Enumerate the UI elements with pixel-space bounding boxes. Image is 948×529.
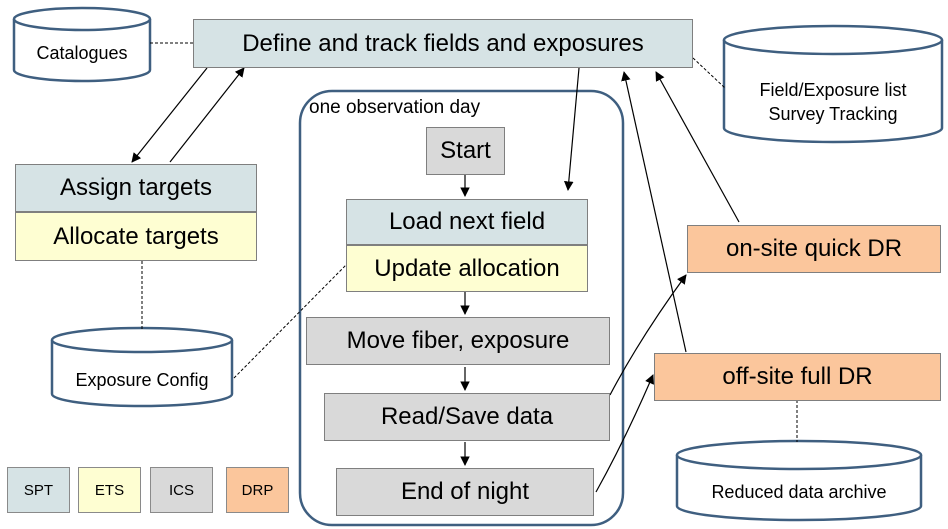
update-allocation-label: Update allocation [374, 254, 560, 282]
load-next-field-label: Load next field [388, 208, 546, 236]
arrow-end-to-offsite [595, 374, 654, 493]
arrow-define-to-assign [131, 67, 208, 163]
observation-day-label: one observation day [309, 97, 481, 118]
field-exposure-list-label: Field/Exposure list Survey Tracking [724, 70, 942, 134]
dashed-link-update-allocation [233, 263, 348, 379]
arrow-assign-to-define [169, 67, 245, 163]
assign-targets-box: Assign targets [15, 164, 257, 212]
field-exposure-list-text: Field/Exposure list [759, 79, 907, 100]
define-track-box: Define and track fields and exposures [193, 19, 693, 68]
legend-ics-label: ICS [168, 481, 194, 499]
onsite-dr-label: on-site quick DR [725, 235, 903, 263]
start-label: Start [440, 137, 491, 165]
arrow-define-to-load [563, 67, 580, 191]
onsite-dr-box: on-site quick DR [687, 225, 941, 273]
move-fiber-box: Move fiber, exposure [306, 317, 610, 365]
observation-day-container [298, 89, 625, 527]
reduced-archive-text: Reduced data archive [711, 481, 887, 502]
allocate-targets-label: Allocate targets [53, 222, 219, 250]
reduced-archive-label: Reduced data archive [677, 477, 921, 507]
load-next-field-box: Load next field [346, 199, 588, 245]
arrow-onsite-to-define [655, 71, 740, 223]
allocate-targets-box: Allocate targets [15, 212, 257, 261]
dashed-link-field-list [692, 57, 726, 89]
field-exposure-list-cylinder [722, 24, 944, 144]
legend-spt: SPT [7, 467, 70, 513]
legend-drp: DRP [226, 467, 289, 513]
offsite-dr-label: off-site full DR [722, 363, 873, 391]
catalogues-label: Catalogues [14, 36, 150, 70]
survey-tracking-text: Survey Tracking [768, 104, 898, 124]
exposure-config-label: Exposure Config [52, 365, 232, 395]
update-allocation-box: Update allocation [346, 245, 588, 292]
legend-ets: ETS [78, 467, 141, 513]
arrow-offsite-to-define [621, 71, 687, 353]
read-save-label: Read/Save data [380, 403, 554, 431]
legend-ets-label: ETS [94, 481, 125, 499]
start-box: Start [426, 127, 505, 175]
end-of-night-label: End of night [400, 478, 530, 506]
end-of-night-box: End of night [336, 468, 594, 516]
reduced-archive-cylinder [675, 439, 923, 522]
legend-spt-label: SPT [23, 481, 54, 499]
dashed-links [141, 42, 798, 442]
assign-targets-label: Assign targets [59, 174, 213, 202]
exposure-config-text: Exposure Config [75, 369, 209, 390]
arrow-read-to-onsite [609, 274, 687, 396]
offsite-dr-box: off-site full DR [654, 353, 941, 401]
move-fiber-label: Move fiber, exposure [346, 327, 570, 355]
catalogues-text: Catalogues [36, 42, 128, 63]
exposure-config-cylinder [50, 326, 234, 408]
legend-ics: ICS [150, 467, 213, 513]
legend-drp-label: DRP [241, 481, 274, 499]
define-track-label: Define and track fields and exposures [242, 29, 644, 57]
read-save-box: Read/Save data [324, 393, 610, 441]
catalogues-cylinder [12, 6, 152, 83]
